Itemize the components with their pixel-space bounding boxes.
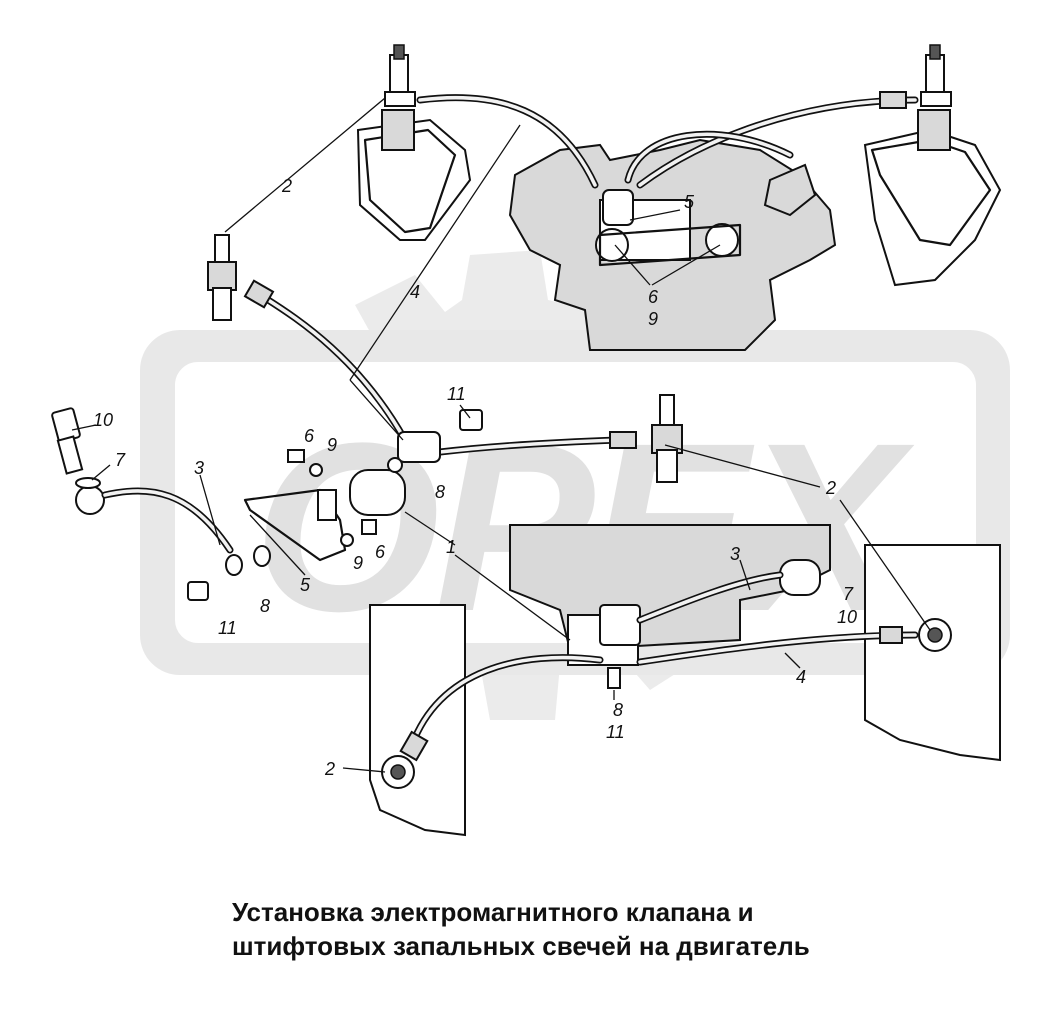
glow-plug-terminal-right: [929, 44, 941, 60]
sensor-upper: [763, 163, 817, 217]
figure-caption: Установка электромагнитного клапана и шт…: [232, 895, 952, 963]
glow-plug-nut-right: [920, 91, 952, 107]
callout-11-left: 11: [218, 618, 237, 638]
callout-11-lower: 11: [606, 722, 625, 742]
glow-plug-body-left: [381, 109, 415, 151]
engine-block-lower: [509, 524, 831, 666]
solenoid-valve-1: [349, 469, 406, 516]
engine-block-upper: [508, 138, 837, 351]
glow-plug-body-right: [917, 109, 951, 151]
callout-2-right: 2: [825, 478, 836, 498]
callout-9-mid: 9: [327, 435, 337, 455]
callout-10-right: 10: [837, 607, 857, 627]
caption-line-1: Установка электромагнитного клапана и: [232, 897, 754, 927]
glow-plug-loose-upper: [207, 234, 237, 321]
fuel-tubes-lower: [399, 626, 919, 762]
bracket-plate-5: [598, 223, 742, 267]
glow-plug-nut-left: [384, 91, 416, 107]
callout-4-upper: 4: [410, 282, 420, 302]
cylinder-right-upper: [863, 44, 1002, 287]
callout-6-lowmid: 6: [375, 542, 386, 562]
bracket-hole-right: [705, 223, 739, 257]
callout-4-lower: 4: [796, 667, 806, 687]
callout-5-lower: 5: [300, 575, 311, 595]
solenoid-valve-lower: [599, 604, 641, 646]
callout-6-mid: 6: [304, 426, 315, 446]
leader-lines: [71, 97, 931, 773]
sensor-lower: [779, 559, 821, 596]
callout-7-right: 7: [843, 584, 854, 604]
callout-3-right: 3: [730, 544, 740, 564]
glow-plug-terminal-left: [393, 44, 405, 60]
cylinder-left-upper: [356, 44, 472, 241]
cylinder-left-lower: [369, 604, 466, 837]
glow-plug-tip-right: [925, 54, 945, 96]
bracket-hole-left: [595, 228, 629, 262]
callout-8-left: 8: [260, 596, 270, 616]
callout-5-upper: 5: [684, 192, 695, 212]
callout-2-lower: 2: [324, 759, 335, 779]
callout-2-upper: 2: [281, 176, 292, 196]
glow-plug-tip-left: [389, 54, 409, 96]
callout-8-lower: 8: [613, 700, 623, 720]
callout-labels: 2 2 2 5 6 9 4 4 11 10 7 3 6 9 8 1 9 6 5 …: [93, 176, 857, 779]
callout-6-upper: 6: [648, 287, 659, 307]
callout-9-upper: 9: [648, 309, 658, 329]
callout-8-mid: 8: [435, 482, 445, 502]
caption-line-2: штифтовых запальных свечей на двигатель: [232, 931, 810, 961]
valve-assembly-exploded: [51, 407, 483, 601]
callout-9-lowmid: 9: [353, 553, 363, 573]
solenoid-valve-upper: [602, 189, 634, 226]
callout-3-left: 3: [194, 458, 204, 478]
callout-7-left: 7: [115, 450, 126, 470]
callout-1: 1: [446, 537, 456, 557]
callout-11-upper: 11: [447, 384, 466, 404]
callout-10-left: 10: [93, 410, 113, 430]
cylinder-right-lower: [864, 544, 1001, 762]
fuel-tubes-upper: [243, 91, 919, 463]
